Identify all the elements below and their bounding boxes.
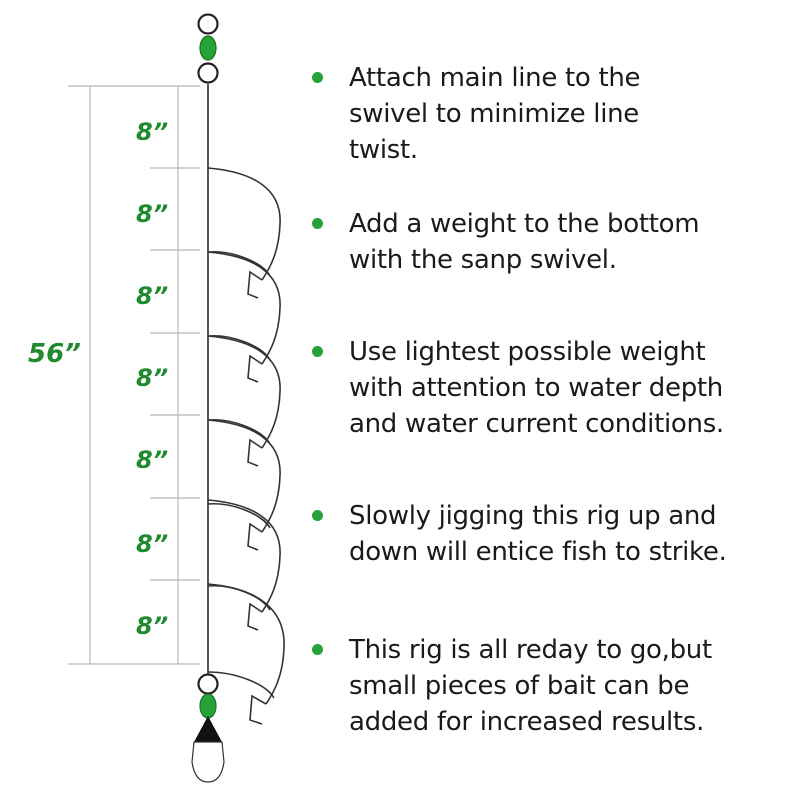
hook-6 <box>207 583 285 725</box>
instruction-item: This rig is all reday to go,but small pi… <box>308 632 778 740</box>
bullet-icon <box>312 510 323 521</box>
hook-3 <box>207 335 281 467</box>
hook-4 <box>207 419 281 551</box>
bullet-icon <box>312 644 323 655</box>
segment-bracket <box>150 86 200 664</box>
instruction-text: Use lightest possible weight with attent… <box>349 337 724 439</box>
instruction-text: Attach main line to the swivel to minimi… <box>349 63 641 165</box>
bullet-icon <box>312 346 323 357</box>
hook-1 <box>207 167 281 299</box>
dropper-hooks <box>207 167 285 725</box>
instruction-item: Slowly jigging this rig up and down will… <box>308 498 778 570</box>
instruction-text: Add a weight to the bottom with the sanp… <box>349 209 700 275</box>
instruction-item: Add a weight to the bottom with the sanp… <box>308 206 778 278</box>
segment-label: 8” <box>136 446 168 474</box>
total-length-label: 56” <box>28 339 81 369</box>
hook-2 <box>207 251 281 383</box>
segment-label: 8” <box>136 612 168 640</box>
segment-label: 8” <box>136 282 168 310</box>
sinker <box>191 716 225 783</box>
top-swivel <box>197 13 219 84</box>
bullet-icon <box>312 218 323 229</box>
instruction-text: This rig is all reday to go,but small pi… <box>349 635 712 737</box>
instruction-item: Attach main line to the swivel to minimi… <box>308 60 778 168</box>
segment-label: 8” <box>136 118 168 146</box>
segment-label: 8” <box>136 364 168 392</box>
segment-label: 8” <box>136 200 168 228</box>
total-length-bracket <box>68 85 200 665</box>
instruction-item: Use lightest possible weight with attent… <box>308 334 778 442</box>
bottom-snap-swivel <box>197 673 219 719</box>
instruction-text: Slowly jigging this rig up and down will… <box>349 501 727 567</box>
segment-label: 8” <box>136 530 168 558</box>
bullet-icon <box>312 72 323 83</box>
